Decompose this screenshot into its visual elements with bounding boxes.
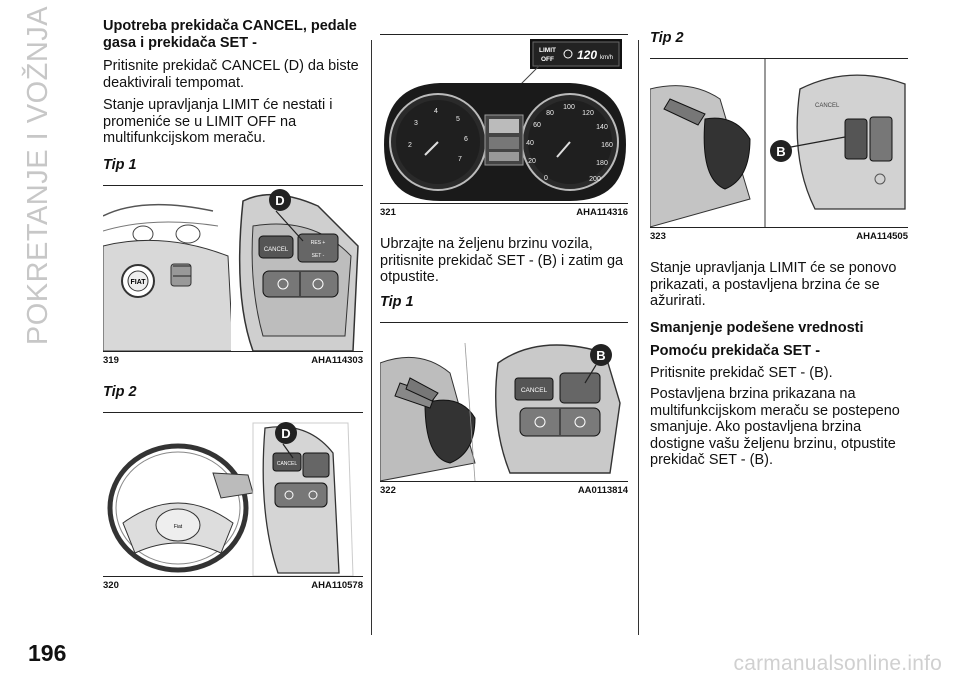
figure-number: 319	[103, 354, 119, 366]
figure-caption: 323 AHA114505	[650, 231, 908, 242]
svg-text:FIAT: FIAT	[130, 279, 146, 286]
svg-text:140: 140	[596, 124, 608, 131]
figure-323-illustration: CANCEL B	[650, 59, 906, 227]
paragraph: Postavljena brzina prikazana na multifun…	[650, 386, 900, 468]
figure-caption: 320 AHA110578	[103, 580, 363, 591]
paragraph: Pritisnite prekidač SET - (B).	[650, 364, 833, 381]
figure-number: 320	[103, 579, 119, 591]
tip-label: Tip 1	[380, 293, 414, 310]
figure-code: AHA114303	[311, 354, 363, 366]
svg-text:60: 60	[533, 122, 541, 129]
figure-caption: 319 AHA114303	[103, 355, 363, 366]
tip-label: Tip 2	[650, 30, 684, 46]
paragraph: Stanje upravljanja LIMIT će nestati i pr…	[103, 97, 333, 146]
page-number: 196	[28, 640, 67, 666]
section-subheading-set: Pomoću prekidača SET -	[650, 342, 821, 359]
figure-code: AHA110578	[311, 579, 363, 591]
svg-text:180: 180	[596, 160, 608, 167]
column-divider-1	[371, 40, 372, 635]
chapter-side-title-text: POKRETANJE I VOŽNJA	[22, 5, 55, 345]
paragraph: Stanje upravljanja LIMIT će se ponovo pr…	[650, 260, 897, 309]
callout-b: B	[596, 348, 605, 363]
speed-unit: km/h	[600, 55, 613, 61]
svg-text:2: 2	[408, 142, 412, 149]
figure-code: AHA114316	[576, 207, 628, 218]
off-text: OFF	[541, 56, 554, 63]
svg-text:4: 4	[434, 108, 438, 115]
callout-d: D	[275, 193, 284, 208]
limit-text: LIMIT	[539, 47, 556, 54]
figure-320: Fiat CANCEL D 320 AHA110578	[103, 411, 363, 591]
callout-b: B	[776, 144, 785, 159]
speed-value: 120	[577, 48, 597, 62]
svg-text:CANCEL: CANCEL	[815, 103, 840, 109]
figure-322: CANCEL B 322 AA0113814	[380, 321, 628, 496]
figure-number: 323	[650, 231, 666, 242]
paragraph: Pritisnite prekidač CANCEL (D) da biste …	[103, 58, 359, 91]
column-3: Tip 2 CANCEL B 323 AHA114505 Stanje upra…	[650, 18, 908, 469]
svg-text:SET -: SET -	[312, 253, 325, 259]
tip-label: Tip 1	[103, 156, 137, 173]
paragraph: Ubrzajte na željenu brzinu vozila, priti…	[380, 236, 624, 285]
figure-323: CANCEL B 323 AHA114505	[650, 58, 908, 242]
figure-number: 321	[380, 207, 396, 218]
svg-text:7: 7	[458, 156, 462, 163]
svg-text:3: 3	[414, 120, 418, 127]
cancel-switch-label: CANCEL	[521, 387, 548, 394]
watermark: carmanualsonline.info	[733, 652, 942, 675]
svg-text:0: 0	[544, 175, 548, 182]
figure-319-illustration: FIAT CANCEL RES + SET - D	[103, 185, 363, 351]
figure-code: AA0113814	[577, 484, 628, 496]
svg-text:RES +: RES +	[311, 240, 326, 246]
svg-text:CANCEL: CANCEL	[277, 461, 298, 467]
figure-322-illustration: CANCEL B	[380, 342, 621, 481]
svg-text:40: 40	[526, 140, 534, 147]
chapter-side-title: POKRETANJE I VOŽNJA	[4, 5, 74, 344]
svg-text:6: 6	[464, 136, 468, 143]
svg-text:200: 200	[589, 176, 601, 183]
svg-text:80: 80	[546, 110, 554, 117]
callout-d: D	[281, 426, 290, 441]
section-heading-decrease: Smanjenje podešene vrednosti	[650, 319, 864, 336]
svg-text:20: 20	[528, 158, 536, 165]
column-divider-2	[638, 40, 639, 635]
svg-text:CANCEL: CANCEL	[264, 247, 289, 253]
figure-code: AHA114505	[856, 231, 908, 242]
figure-319: FIAT CANCEL RES + SET - D 319 AHA114303	[103, 184, 363, 366]
figure-caption: 321 AHA114316	[380, 207, 628, 218]
figure-320-illustration: Fiat CANCEL D	[107, 421, 354, 576]
column-2: LIMIT OFF 120 km/h 2 3 4 5 6 7 20 40 60 80 100 1…	[380, 18, 628, 496]
figure-321-illustration: LIMIT OFF 120 km/h 2 3 4 5 6 7 20 40 60 80 100 1…	[384, 39, 626, 201]
section-heading-cancel: Upotreba prekidača CANCEL, pedale gasa i…	[103, 18, 357, 51]
figure-321: LIMIT OFF 120 km/h 2 3 4 5 6 7 20 40 60 80 100 1…	[380, 34, 628, 218]
svg-text:Fiat: Fiat	[174, 524, 183, 530]
svg-text:5: 5	[456, 116, 460, 123]
svg-text:160: 160	[601, 142, 613, 149]
figure-caption: 322 AA0113814	[380, 485, 628, 496]
figure-number: 322	[380, 484, 396, 496]
tip-label: Tip 2	[103, 383, 137, 400]
svg-text:100: 100	[563, 104, 575, 111]
column-1: Upotreba prekidača CANCEL, pedale gasa i…	[103, 18, 363, 591]
svg-text:120: 120	[582, 110, 594, 117]
